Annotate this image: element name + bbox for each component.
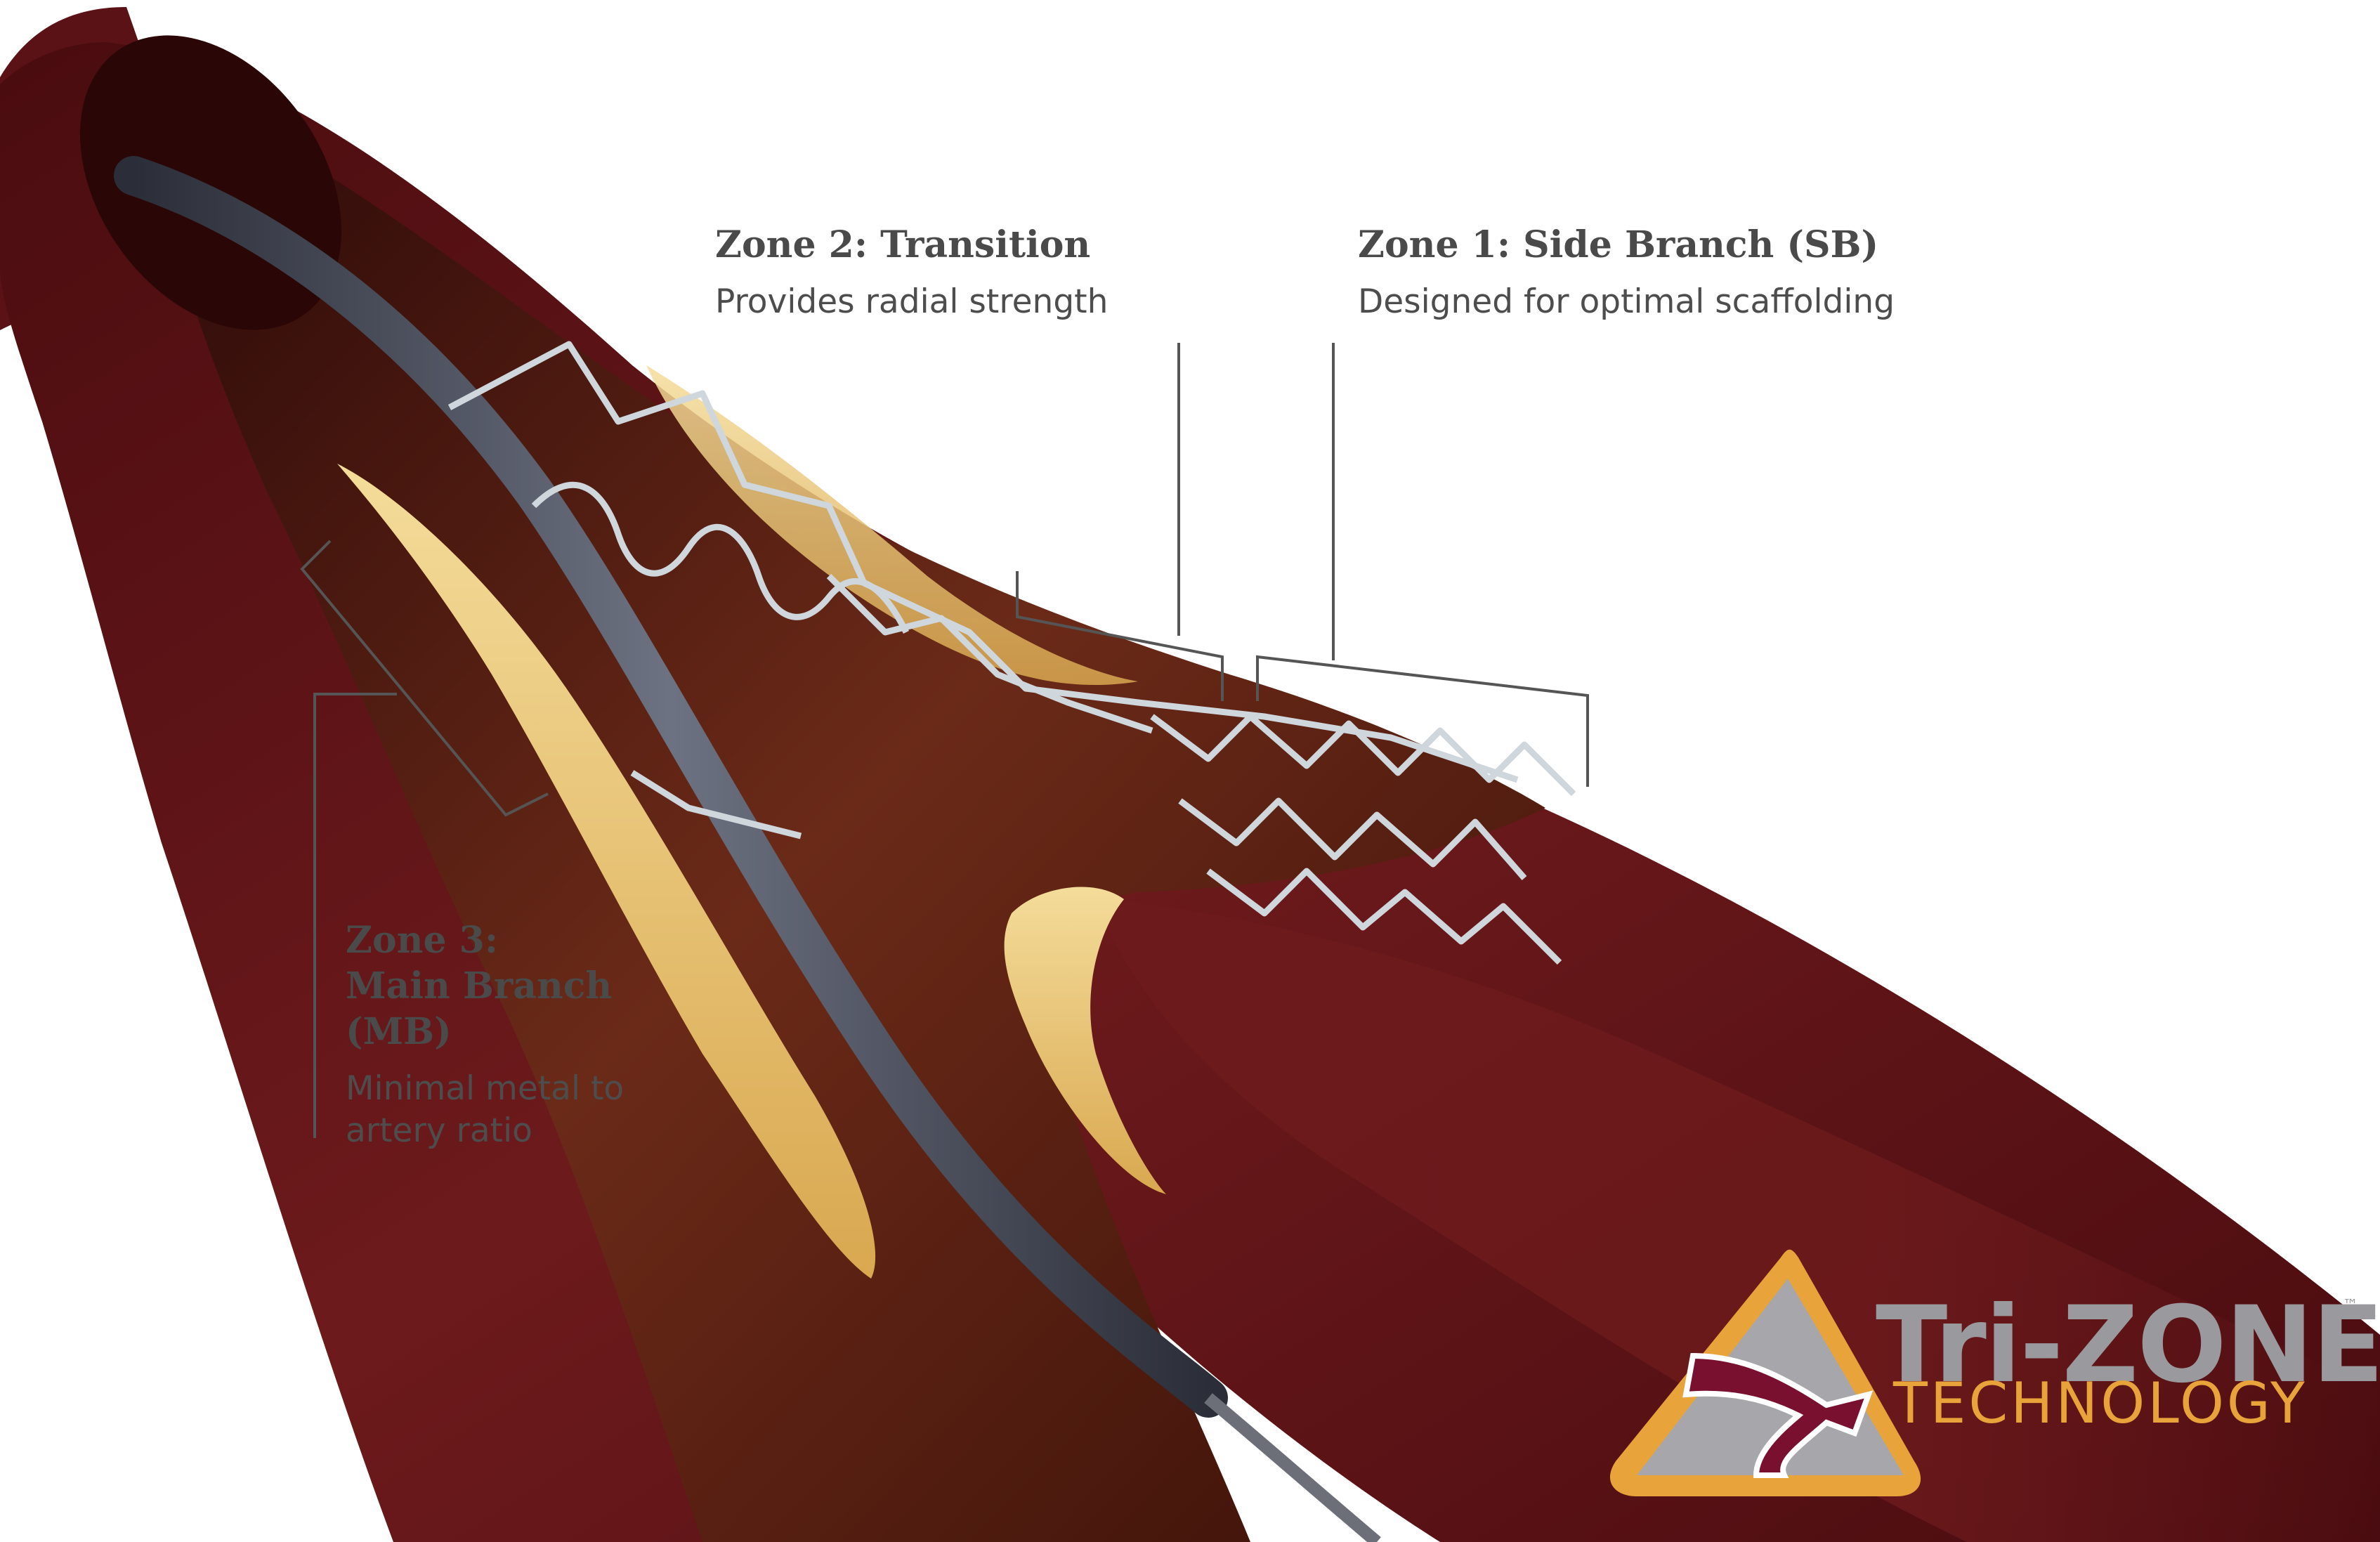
zone3-bracket <box>300 540 549 817</box>
stent-mesh <box>447 341 1576 965</box>
stent-strut <box>1178 797 1527 880</box>
plaque-carina <box>1004 887 1166 1194</box>
logo-trademark: ™ <box>2343 1297 2358 1314</box>
catheter-shaft <box>114 156 1228 1418</box>
zone2-title: Zone 2: Transition <box>715 223 1091 266</box>
stent-strut <box>630 770 802 839</box>
zone2-bracket <box>1016 571 1224 701</box>
leader-lines <box>300 343 1589 1138</box>
zone2-description: Provides radial strength <box>715 282 1109 321</box>
zone1-description: Designed for optimal scaffolding <box>1358 282 1895 321</box>
zone1-bracket <box>1256 655 1589 787</box>
guidewire <box>1204 1393 1381 1542</box>
zone3-leader-line <box>313 693 397 1138</box>
zone3-description-line2: artery ratio <box>346 1111 532 1150</box>
zone1-title: Zone 1: Side Branch (SB) <box>1358 223 1879 266</box>
plaque-main <box>337 464 876 1279</box>
logo-bifurcation-mark <box>1682 1352 1874 1478</box>
zone3-title-line3: (MB) <box>346 1010 452 1053</box>
zone3-description-line1: Minimal metal to <box>346 1069 625 1108</box>
logo-wordmark: Tri-ZONE <box>1876 1284 2380 1406</box>
stent-strut <box>826 573 1153 734</box>
stent-strut <box>1150 713 1576 797</box>
vessel-side-branch <box>1096 899 2380 1542</box>
stent-strut <box>1206 868 1562 965</box>
zone3-title-line2: Main Branch <box>346 965 613 1007</box>
logo-subtitle: TECHNOLOGY <box>1893 1371 2308 1436</box>
zone3-title-line1: Zone 3: <box>346 919 499 962</box>
catheter <box>114 156 1381 1542</box>
bifurcation-triangle-icon <box>1609 1249 1921 1496</box>
